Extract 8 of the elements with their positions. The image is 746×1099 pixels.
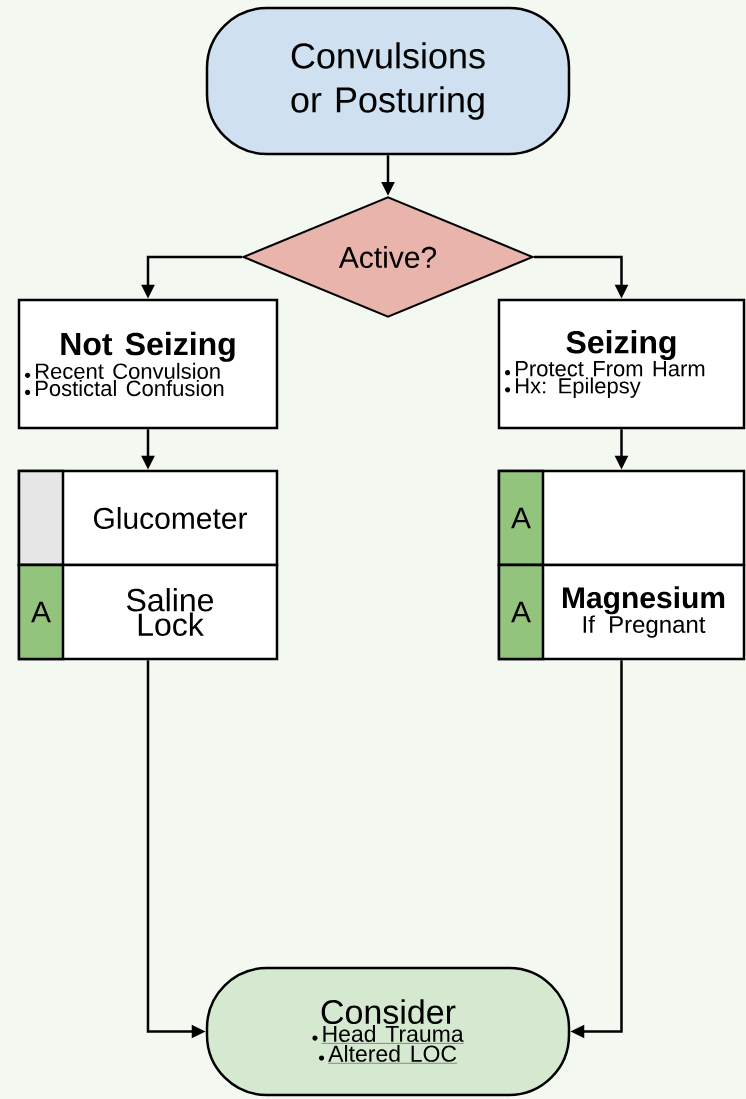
table-row: A Magnesium If Pregnant: [497, 563, 746, 661]
end-terminal: Consider Head Trauma Altered LOC: [205, 966, 571, 1097]
start-terminal: Convulsions or Posturing: [205, 6, 571, 156]
table-row: A: [497, 469, 746, 567]
table-row: Glucometer: [17, 469, 279, 567]
process-box: Seizing Protect From Harm Hx: Epilepsy: [497, 298, 746, 430]
process-box: Not Seizing Recent Convulsion Postictal Confusion: [17, 298, 279, 430]
table-row: A Saline Lock: [17, 563, 279, 661]
